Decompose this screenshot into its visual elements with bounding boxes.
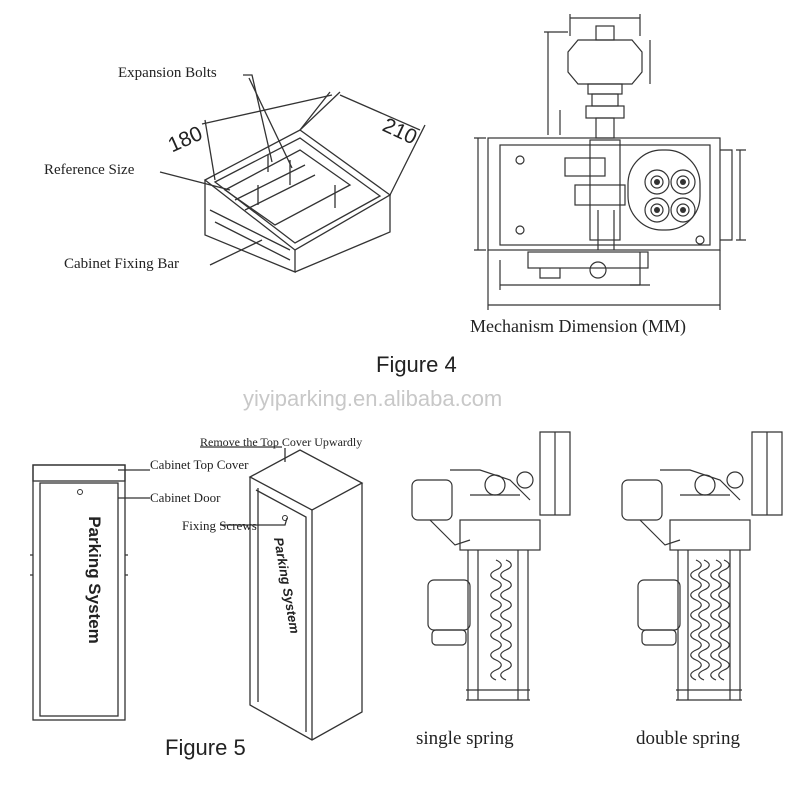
- cabinet-top-cover-label: Cabinet Top Cover: [150, 457, 249, 472]
- expansion-bolts-label: Expansion Bolts: [118, 65, 217, 81]
- watermark: yiyiparking.en.alibaba.com: [243, 386, 503, 411]
- figure-4-caption: Figure 4: [376, 352, 457, 377]
- fixing-screws-label: Fixing Screws: [182, 518, 257, 533]
- cabinet-fixing-bar-label: Cabinet Fixing Bar: [64, 256, 179, 272]
- reference-size-label: Reference Size: [44, 162, 135, 178]
- mechanism-dimension-caption: Mechanism Dimension (MM): [470, 316, 686, 336]
- figure-5-caption: Figure 5: [165, 735, 246, 760]
- remove-top-cover-label: Remove the Top Cover Upwardly: [200, 435, 363, 449]
- double-spring-caption: double spring: [636, 728, 740, 749]
- single-spring-caption: single spring: [416, 728, 514, 749]
- cabinet-door-label: Cabinet Door: [150, 490, 221, 505]
